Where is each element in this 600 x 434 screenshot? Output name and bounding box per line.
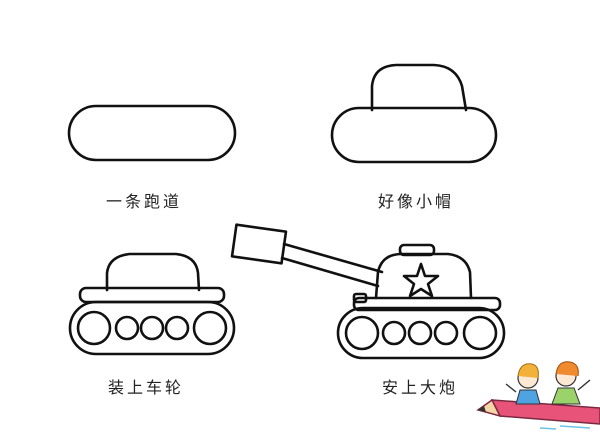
step2-caption: 好像小帽 [378,192,455,211]
step1-runway-shape [67,104,237,162]
step4-tank-cannon-shape [230,223,506,360]
step3-wheels-shape [68,252,236,356]
kids-on-pencil-sticker [476,361,600,430]
step3-caption: 装上车轮 [108,378,185,397]
step2-hat-shape [330,63,498,164]
step4-caption: 安上大炮 [382,378,459,397]
step1-caption: 一条跑道 [106,192,183,211]
